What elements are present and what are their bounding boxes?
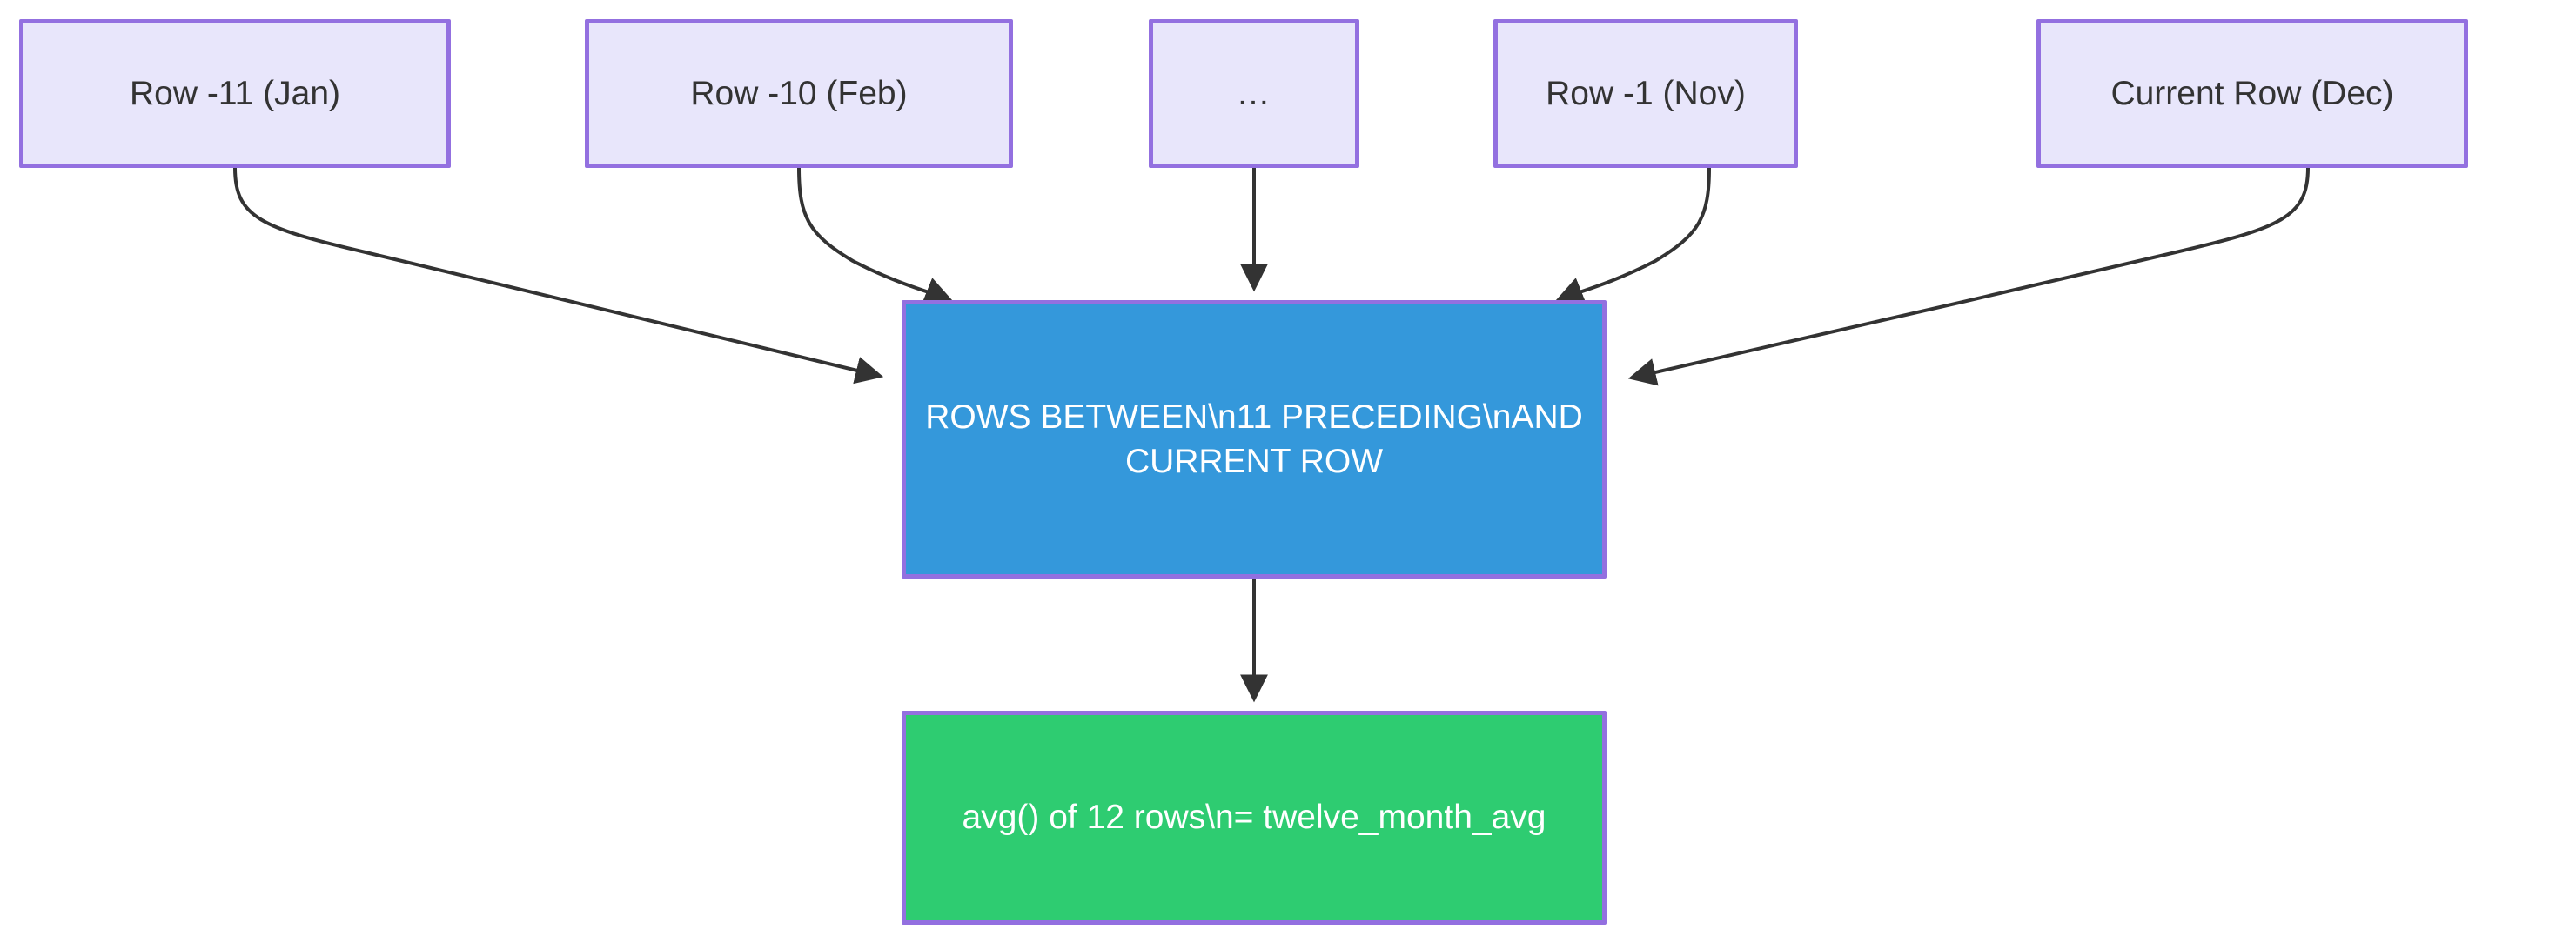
node-row-minus-1[interactable]: Row -1 (Nov) xyxy=(1493,19,1798,168)
node-window-frame-label: ROWS BETWEEN\n11 PRECEDING\nAND CURRENT … xyxy=(925,398,1593,480)
edge-row-minus-1-to-window xyxy=(1555,167,1711,304)
edge-row-minus-10-to-window xyxy=(797,167,953,304)
edge-row-minus-11-to-window xyxy=(233,167,884,385)
node-row-minus-10[interactable]: Row -10 (Feb) xyxy=(585,19,1013,168)
node-result-avg-label: avg() of 12 rows\n= twelve_month_avg xyxy=(962,799,1546,837)
node-row-minus-11-label: Row -11 (Jan) xyxy=(129,74,341,112)
node-row-minus-10-label: Row -10 (Feb) xyxy=(690,74,908,112)
node-row-ellipsis-label: … xyxy=(1236,74,1272,112)
node-row-ellipsis[interactable]: … xyxy=(1149,19,1359,168)
node-row-minus-11[interactable]: Row -11 (Jan) xyxy=(19,19,451,168)
node-window-frame[interactable]: ROWS BETWEEN\n11 PRECEDING\nAND CURRENT … xyxy=(902,300,1607,579)
node-row-current[interactable]: Current Row (Dec) xyxy=(2036,19,2468,168)
node-result-avg[interactable]: avg() of 12 rows\n= twelve_month_avg xyxy=(902,711,1607,925)
edge-row-current-to-window xyxy=(1627,167,2310,386)
node-row-current-label: Current Row (Dec) xyxy=(2110,74,2394,112)
node-row-minus-1-label: Row -1 (Nov) xyxy=(1546,74,1746,112)
